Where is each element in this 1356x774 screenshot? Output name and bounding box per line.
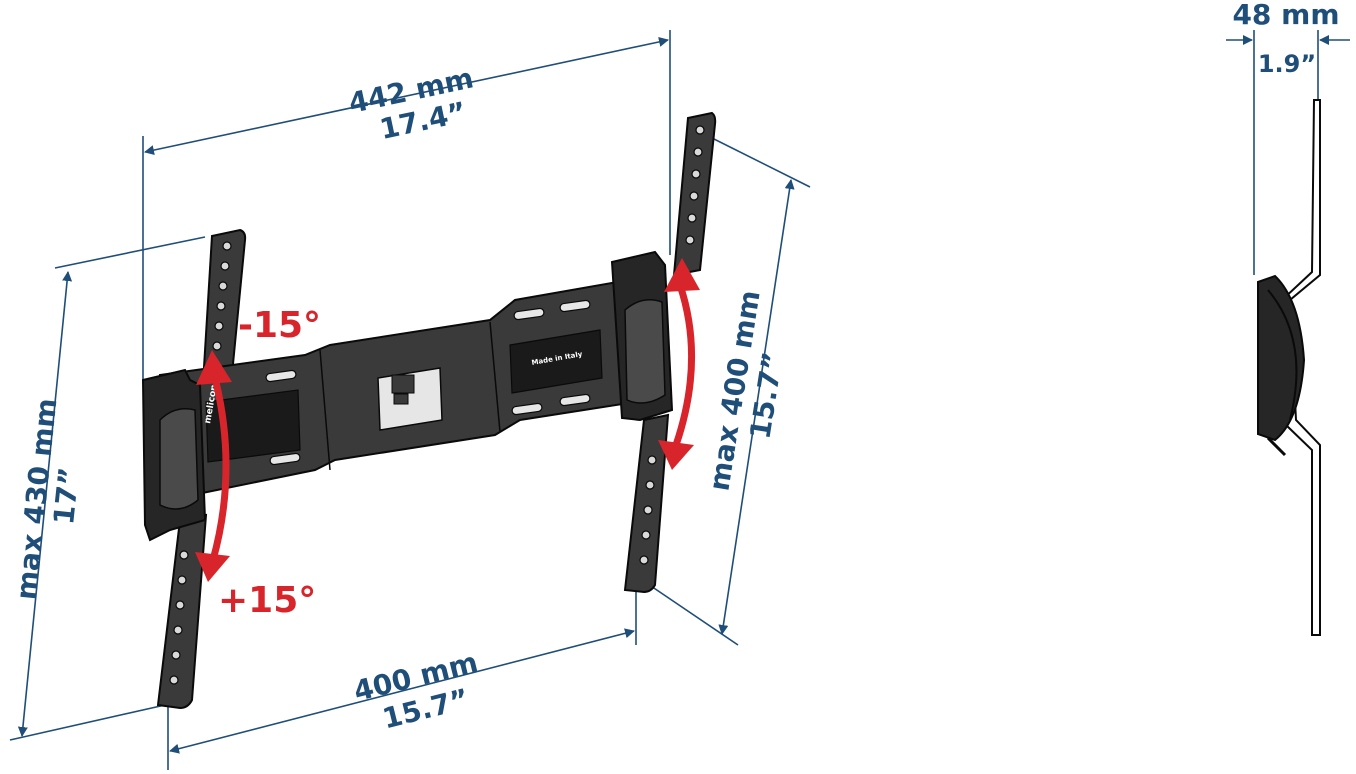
bracket-hole [639,555,649,565]
top-width-dimension [142,30,671,380]
bracket-hole [216,301,226,311]
right-housing-knob [624,299,666,404]
bracket-hole [220,261,230,271]
left-tilt-arrow [195,350,232,582]
tilt-arrowhead-up [196,350,232,385]
tilt-arrowhead-down [195,552,230,582]
plate-ridge [319,349,331,471]
bracket-hole [175,600,185,610]
depth-mm-label: 48 mm [1232,0,1339,31]
tilt-arrowhead-up [664,258,700,292]
bracket-hole [645,480,655,490]
bracket-hole [218,281,228,291]
plate-ridge [489,321,501,433]
right-bracket-lower [623,413,670,594]
depth-dimension [1226,30,1350,275]
dimension-line [144,36,669,156]
bracket-hole [169,675,179,685]
dimension-line [17,271,73,737]
bracket-hole [222,241,232,251]
left-housing-knob [159,408,199,510]
bracket-hole [685,235,695,245]
bracket-hole [687,213,697,223]
plate-slot [511,402,543,416]
brand-label-panel [205,389,301,463]
side-curve [1267,289,1298,421]
bracket-hole [691,169,701,179]
wall-plate: Made in Italy meliconi [158,276,650,502]
bottom-width-dimension [167,590,637,770]
bracket-hole [693,147,703,157]
bracket-hole [643,505,653,515]
extension-line [54,236,206,269]
plate-slot [559,393,591,407]
bracket-hole [689,191,699,201]
bracket-hole [214,321,224,331]
bracket-hole [695,125,705,135]
depth-in-label: 1.9” [1258,50,1316,78]
extension-line [705,134,811,188]
dimension-line [169,628,635,754]
wall-mount-side-view [1257,99,1321,636]
lock-tab [393,393,409,405]
lock-latch [391,374,415,394]
bracket-hole [173,625,183,635]
side-housing [1257,274,1306,442]
extension-line [9,704,166,741]
bracket-hole [171,650,181,660]
tilt-arc [672,283,696,447]
bracket-hole [179,550,189,560]
extension-line [644,581,739,646]
plate-slot [265,369,297,383]
right-hook-housing [610,250,674,422]
tilt-arc [209,377,230,561]
right-height-dimension [644,134,811,646]
tilt-down-label: +15° [218,580,316,621]
right-tv-bracket [623,111,717,594]
left-hook-housing [141,368,207,542]
bracket-hole [177,575,187,585]
dimension-line [718,179,795,635]
plate-slot [269,452,301,466]
left-height-in-label: 17” [47,466,86,527]
plate-slot [559,299,591,313]
side-strap [1266,436,1287,457]
wall-mount-front-view: Made in Italy meliconi -15° +15° [141,111,717,710]
made-in-label-panel [509,329,603,394]
bracket-hole [647,455,657,465]
tilt-arrowhead-down [658,440,694,470]
left-bracket-lower [156,513,208,710]
tilt-up-label: -15° [238,305,321,346]
left-height-dimension [9,236,206,741]
right-tilt-arrow [658,258,700,470]
plate-slot [513,307,545,321]
bracket-hole [641,530,651,540]
bracket-hole [212,341,222,351]
